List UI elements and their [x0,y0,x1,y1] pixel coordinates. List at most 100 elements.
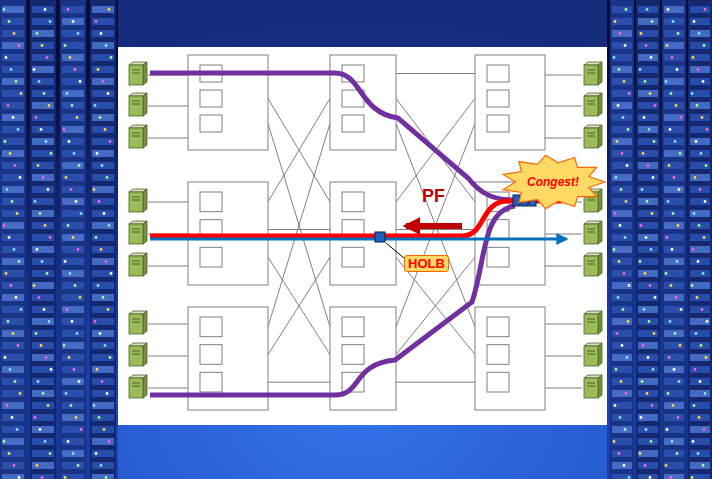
status-light [674,332,677,335]
rack-unit [664,90,684,97]
rack-unit [62,54,84,61]
status-light [47,188,50,191]
rack-unit [638,18,658,25]
rack-unit [62,174,84,181]
status-light [675,296,678,299]
rack-unit [2,246,24,253]
status-light [39,428,42,431]
rack-unit [62,354,84,361]
rack-unit [92,90,114,97]
rack-unit [690,390,710,397]
rack-unit [612,234,632,241]
status-light [650,248,653,251]
rack-unit [664,126,684,133]
status-light [97,68,100,71]
rack-unit [92,30,114,37]
status-light [14,380,17,383]
status-light [96,152,99,155]
diagram-panel [118,47,607,425]
status-light [619,32,622,35]
status-light [619,416,622,419]
status-light [697,68,700,71]
rack-unit [612,102,632,109]
rack-unit [690,426,710,433]
status-light [644,272,647,275]
status-light [64,260,67,263]
rack-unit [32,222,54,229]
rack-unit [612,318,632,325]
rack-unit [690,306,710,313]
rack-unit [690,6,710,13]
rack-unit [690,342,710,349]
rack-unit [690,114,710,121]
rack-unit [32,18,54,25]
rack-unit [664,198,684,205]
status-light [626,164,629,167]
rack-unit [612,174,632,181]
status-light [613,440,616,443]
status-light [624,44,627,47]
status-light [674,140,677,143]
rack-unit [664,102,684,109]
rack-unit [2,318,24,325]
status-light [41,44,44,47]
status-light [705,356,708,359]
status-light [625,392,628,395]
rack-unit [638,162,658,169]
rack [60,0,86,479]
rack-unit [612,210,632,217]
holb-callout: HOLB [404,255,449,272]
rack-unit [664,174,684,181]
status-light [693,20,696,23]
rack-unit [32,330,54,337]
status-light [677,416,680,419]
label-text: PF [422,186,445,206]
servers [129,62,602,398]
status-light [6,188,9,191]
rack-unit [664,378,684,385]
rack-unit [638,174,658,181]
rack-unit [62,78,84,85]
status-light [651,212,654,215]
status-light [100,464,103,467]
rack-unit [690,438,710,445]
switch-port [200,317,222,337]
status-light [680,308,683,311]
server-icon [129,221,147,244]
rack-unit [638,258,658,265]
status-light [13,32,16,35]
network-link [268,229,330,230]
status-light [648,320,651,323]
status-light [678,188,681,191]
status-light [104,344,107,347]
status-light [80,212,83,215]
switch [330,55,396,150]
status-light [626,356,629,359]
rack-unit [2,6,24,13]
rack-unit [612,450,632,457]
rack-unit [92,270,114,277]
rack-unit [62,414,84,421]
status-light [703,236,706,239]
rack-unit [92,234,114,241]
rack-unit [62,210,84,217]
rack-unit [62,162,84,169]
switch-port [200,247,222,267]
rack-unit [92,390,114,397]
status-light [38,80,41,83]
status-light [49,20,52,23]
status-light [670,284,673,287]
status-light [105,476,108,479]
rack-unit [32,282,54,289]
rack-unit [92,294,114,301]
switch [475,307,545,410]
rack-unit [638,138,658,145]
rack-unit [664,342,684,349]
rack-unit [612,426,632,433]
rack-unit [32,426,54,433]
floor [118,425,607,479]
status-light [696,104,699,107]
status-light [110,272,113,275]
